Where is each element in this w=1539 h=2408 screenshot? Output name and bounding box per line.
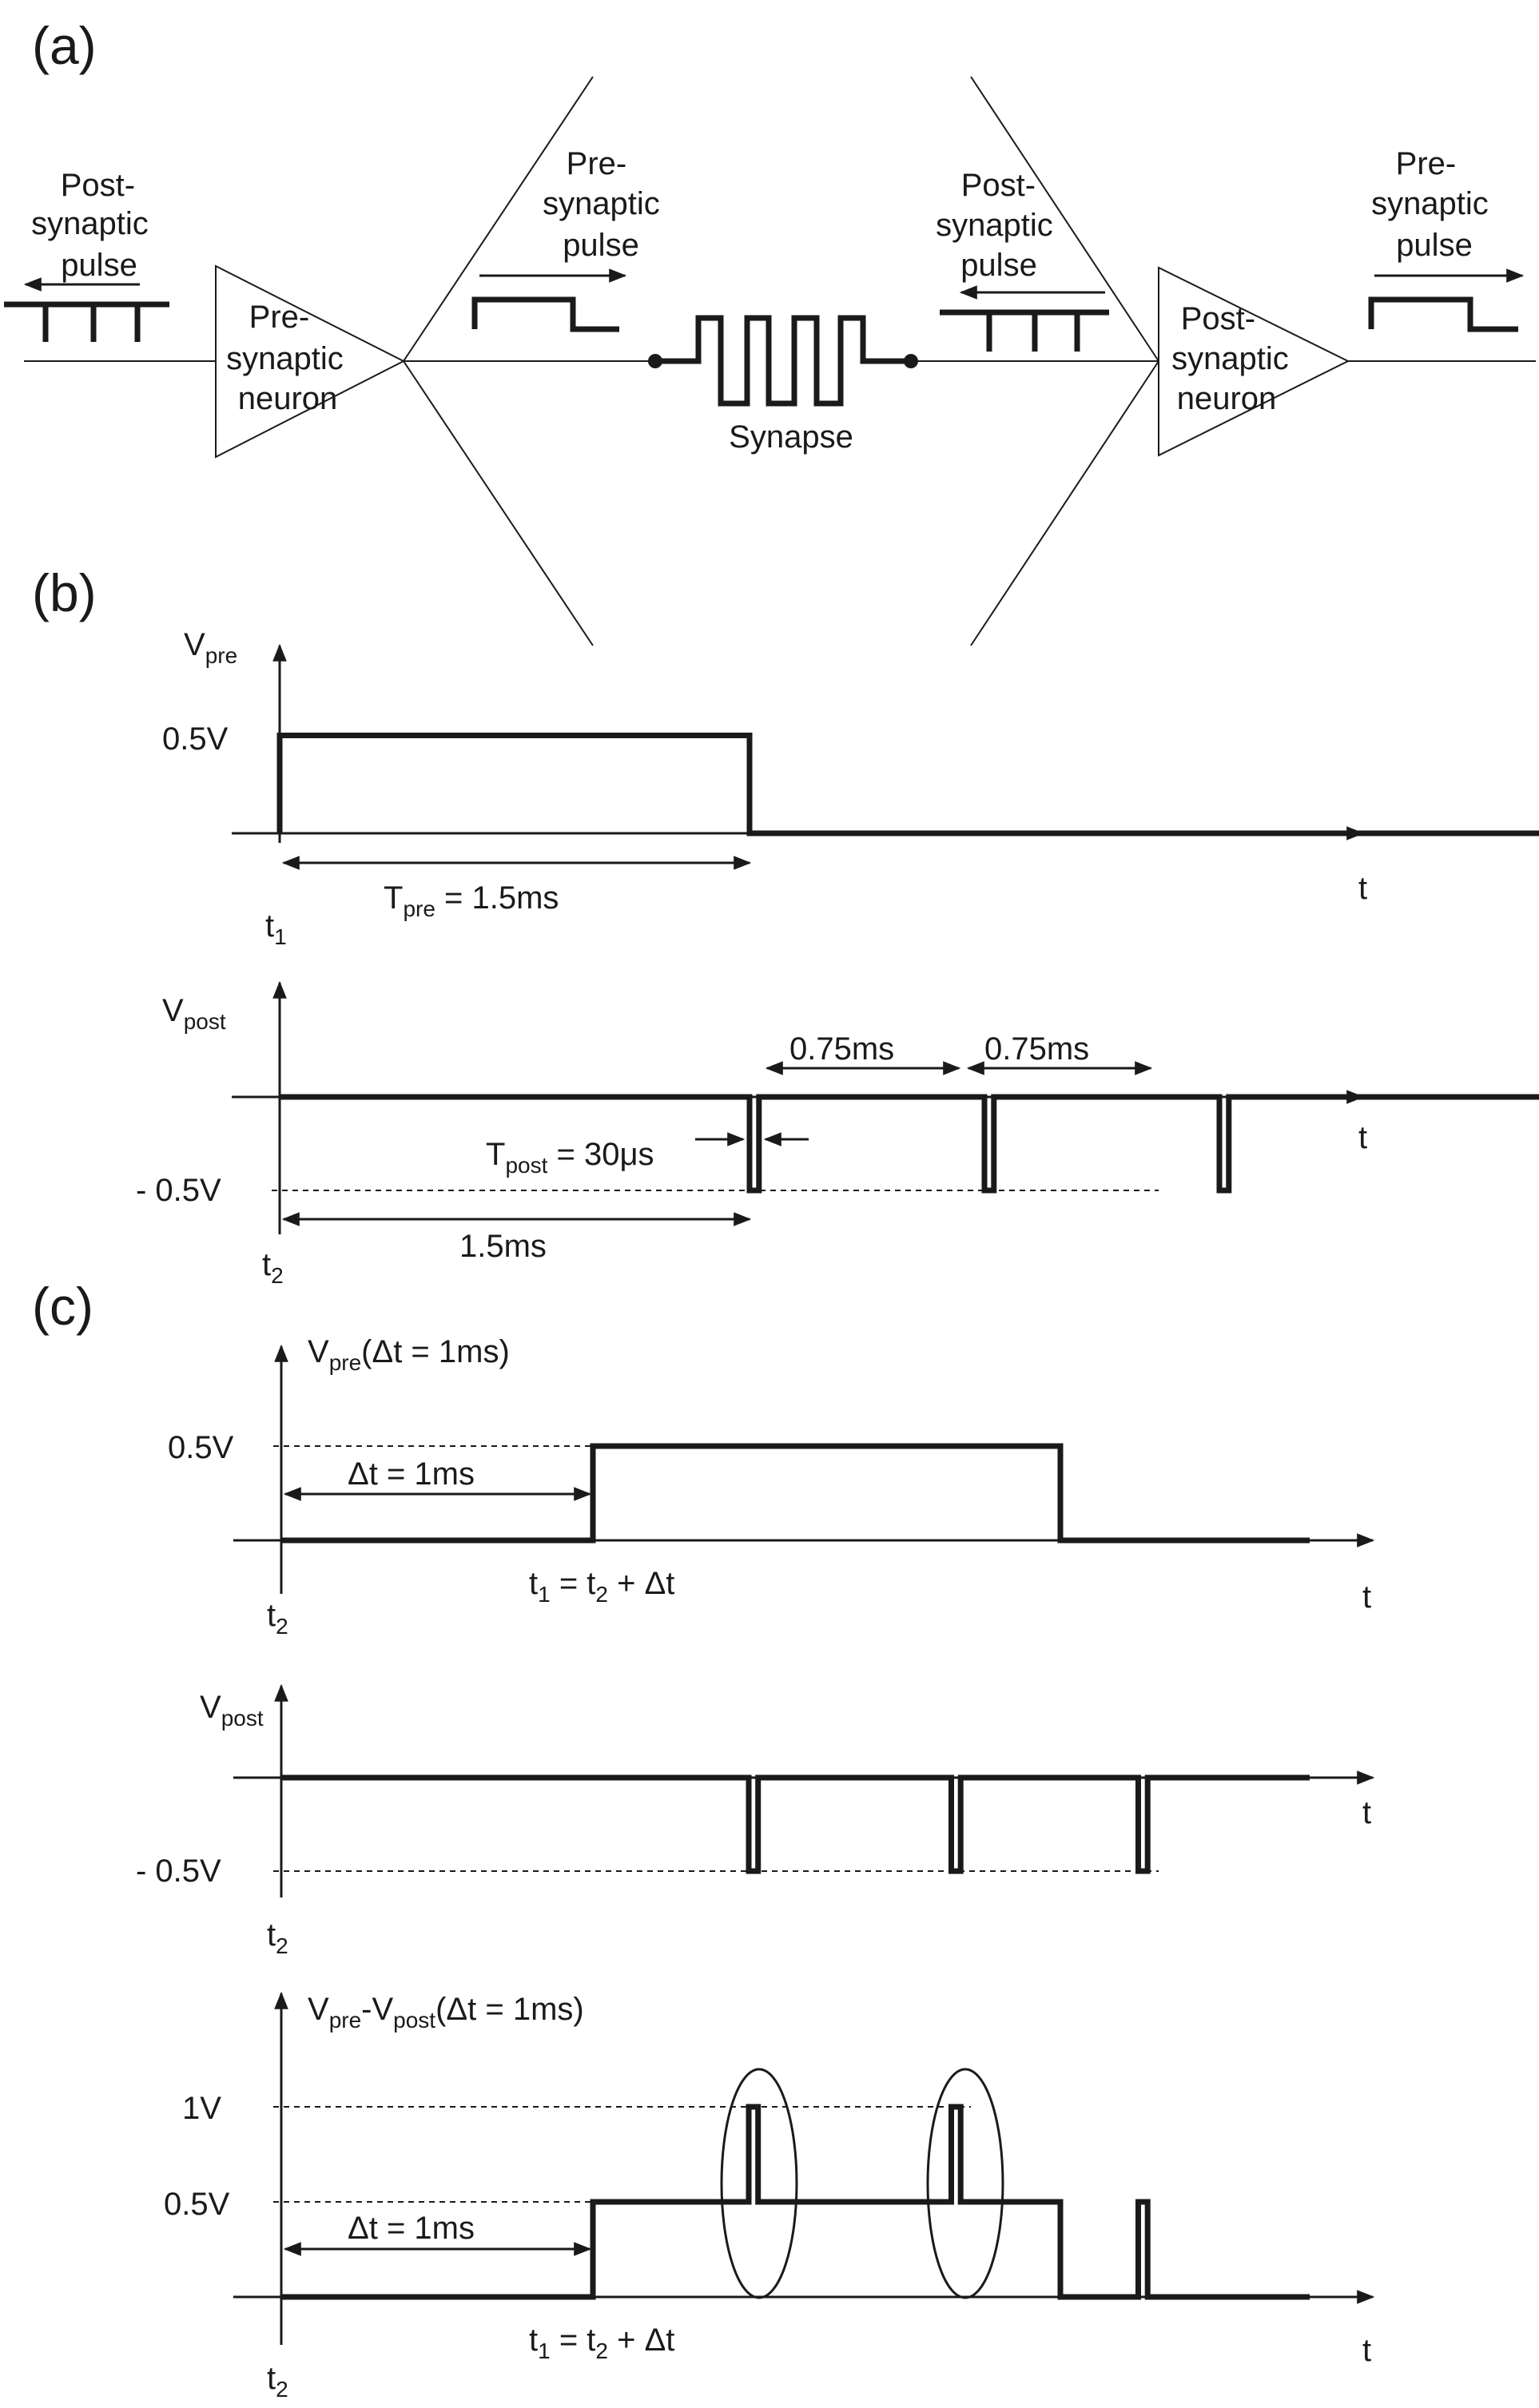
pre-synaptic-neuron-label: Pre- synaptic neuron [226,300,352,416]
interval2-label: 0.75ms [984,1031,1089,1067]
vdiff-1v-label: 1V [182,2091,221,2126]
far-right-pre-pulse-label: Pre- synaptic pulse [1371,146,1497,263]
vdiff-t2-label: t2 [267,2361,288,2402]
vpre-b-t1-label: t1 [265,908,287,949]
vpre-b-t-axis-label: t [1358,871,1367,906]
post-synaptic-neuron-label: Post- synaptic neuron [1171,301,1298,416]
vpost-b-level-label: - 0.5V [136,1173,221,1208]
vpre-b-ylabel: Vpre [184,627,237,668]
vpre-plot-c: Vpre(Δt = 1ms) 0.5V Δt = 1ms t1 = t2 + Δ… [168,1334,1375,1639]
vpre-c-shift-label: t1 = t2 + Δt [529,1566,674,1607]
panel-a: (a) Post- synaptic pulse Pre- synaptic n… [4,16,1536,646]
vpost-plot-b: Vpost - 0.5V 0.75ms 0.75ms Tpost = 30μs … [136,980,1539,1288]
vpre-b-level-label: 0.5V [162,721,229,757]
vpost-plot-c: Vpost - 0.5V t2 t [136,1683,1375,1958]
vpost-b-t2-label: t2 [262,1247,284,1288]
vpre-c-t-axis-label: t [1362,1580,1371,1615]
vdiff-t-axis-label: t [1362,2333,1371,2368]
vpre-c-ylabel: Vpre(Δt = 1ms) [308,1334,510,1375]
panel-a-label: (a) [32,16,97,75]
panel-c: (c) Vpre(Δt = 1ms) 0.5V Δt = 1ms t1 = t2… [32,1277,1375,2402]
spike-highlight-ellipse-1 [720,2068,798,2299]
vpost-b-waveform [280,1094,1539,1194]
interval1-label: 0.75ms [789,1031,894,1067]
far-right-pre-pulse-icon [1368,268,1525,332]
synapse-label: Synapse [729,419,853,455]
vdiff-ylabel: Vpre-Vpost(Δt = 1ms) [308,1992,584,2032]
synapse-icon [648,315,918,407]
panel-b-label: (b) [32,563,97,622]
vpre-c-waveform [281,1443,1310,1544]
vpost-c-t-axis-label: t [1362,1795,1371,1830]
vdiff-shift-label: t1 = t2 + Δt [529,2323,674,2363]
pre-pulse-label: Pre- synaptic pulse [543,146,669,263]
vpost-b-t-axis-label: t [1358,1120,1367,1155]
vpre-c-level-label: 0.5V [168,1430,234,1465]
vpre-c-t2-label: t2 [267,1598,288,1639]
left-post-pulse-icon [4,277,169,342]
divergence-lower-right [970,360,1159,646]
vpre-c-delta-label: Δt = 1ms [348,1456,475,1492]
vpost-b-ylabel: Vpost [162,993,226,1034]
right-post-pulse-icon [940,285,1109,352]
pre-synaptic-neuron-triangle [215,264,406,459]
panel-b: (b) Vpre 0.5V Tpre = 1.5ms t1 t Vpost - … [32,563,1539,1288]
left-post-pulse-label: Post- synaptic pulse [31,168,157,283]
pre-pulse-icon [471,268,627,332]
vpre-plot-b: Vpre 0.5V Tpre = 1.5ms t1 t [162,627,1539,949]
panel-c-label: (c) [32,1277,93,1336]
post-span-label: 1.5ms [459,1229,547,1264]
tpre-span-label: Tpre = 1.5ms [384,880,559,921]
vpost-c-level-label: - 0.5V [136,1854,221,1889]
divergence-upper-right [970,76,1159,362]
vdiff-delta-label: Δt = 1ms [348,2211,475,2246]
spike-highlight-ellipse-2 [926,2068,1004,2299]
vpost-c-ylabel: Vpost [200,1690,264,1731]
divergence-lower-left [403,360,594,646]
tpost-width-label: Tpost = 30μs [486,1137,654,1178]
post-synaptic-neuron-triangle [1158,266,1350,457]
right-post-pulse-label: Post- synaptic pulse [936,168,1062,283]
divergence-upper-left [403,76,594,362]
vdiff-plot-c: Vpre-Vpost(Δt = 1ms) 1V 0.5V Δt = 1ms t1… [164,1991,1375,2402]
vpost-c-waveform [281,1774,1310,1874]
vdiff-half-label: 0.5V [164,2187,230,2222]
vpost-c-t2-label: t2 [267,1917,288,1958]
vpre-b-waveform [276,733,1539,836]
